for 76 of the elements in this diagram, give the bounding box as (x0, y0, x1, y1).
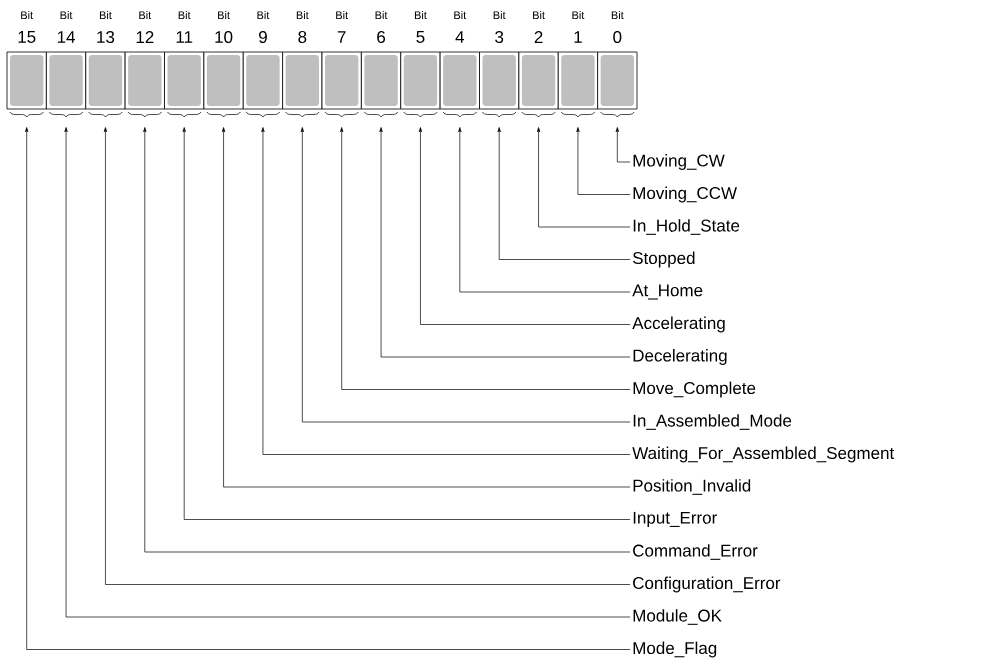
bit-cell: Bit 9 (242, 11, 283, 118)
node-label: 9 (259, 30, 267, 44)
arrow (300, 127, 631, 423)
bit-cell: Bit 8 (282, 11, 323, 118)
bit-cell: Bit 1 (557, 11, 599, 118)
arrow (418, 127, 631, 325)
arrow (576, 127, 631, 195)
bit-label: In_Assembled_Mode (633, 414, 792, 430)
node-label: Bit (493, 10, 506, 20)
node-label: 0 (613, 30, 622, 44)
bit-cell: Bit 4 (439, 11, 480, 118)
node-label: 11 (176, 31, 193, 43)
node-label: 10 (215, 30, 233, 44)
bit-label: Decelerating (633, 349, 727, 365)
bit-cell: Bit 12 (124, 11, 165, 118)
bit-cell: Bit 6 (361, 11, 402, 118)
node-label: Bit (611, 10, 624, 20)
bit-label: Position_Invalid (633, 479, 751, 495)
bit-cell: Bit 13 (85, 11, 126, 118)
arrow (458, 127, 631, 293)
node-label: 8 (298, 30, 307, 44)
node-label: 7 (337, 31, 346, 43)
node-label: 3 (495, 30, 504, 44)
arrow (536, 127, 631, 228)
bit-cell: Bit 0 (597, 11, 638, 118)
bit-label: Command_Error (633, 544, 758, 560)
bit-label: Accelerating (632, 316, 725, 333)
node-label: 1 (574, 31, 582, 43)
node-label: Bit (336, 10, 349, 20)
node-label: Bit (218, 10, 230, 20)
bit-cell: Bit 7 (321, 11, 362, 118)
arrow (615, 127, 631, 163)
node-label: Bit (178, 10, 191, 20)
node-label: Bit (21, 10, 34, 20)
bit-label: Moving_CW (633, 154, 725, 170)
bit-cell: Bit 11 (164, 11, 205, 118)
bit-label: Waiting_For_Assembled_Segment (632, 446, 895, 463)
node-label: 2 (534, 31, 543, 43)
node-label: Bit (375, 10, 388, 20)
node-label: Bit (99, 10, 112, 20)
node-label: 5 (416, 31, 425, 43)
bit-label: At_Home (632, 284, 703, 300)
node-label: 14 (57, 31, 76, 43)
bit-label: Moving_CCW (633, 186, 737, 203)
arrow (182, 127, 631, 520)
arrow (379, 127, 631, 358)
bit-cell: Bit 14 (46, 11, 87, 118)
bit-cell: Bit 2 (518, 11, 559, 118)
bit-label: Move_Complete (633, 381, 756, 398)
bit-label: Module_OK (633, 609, 722, 625)
node-label: Bit (139, 10, 152, 20)
node-label: 6 (377, 30, 386, 44)
arrow (340, 127, 631, 390)
node-label: Bit (533, 10, 545, 20)
bit-label: Stopped (633, 251, 695, 268)
bit-label: Configuration_Error (633, 576, 781, 593)
bit-label: Input_Error (633, 511, 717, 528)
bit-cell: Bit 5 (400, 11, 441, 118)
node-label: 13 (97, 30, 115, 44)
arrow (221, 127, 631, 488)
node-label: Bit (60, 10, 73, 20)
node-label: Bit (296, 10, 309, 20)
node-label: 15 (18, 31, 36, 43)
bit-label: Mode_Flag (633, 641, 717, 658)
node-label: 12 (136, 31, 154, 43)
arrow (261, 127, 631, 455)
node-label: Bit (572, 10, 585, 20)
bit-cell: Bit 10 (203, 11, 244, 118)
bit-label: In_Hold_State (633, 219, 740, 235)
arrow (497, 127, 631, 260)
bit-cell: Bit 3 (479, 11, 520, 118)
node-label: 4 (455, 31, 465, 43)
node-label: Bit (454, 10, 467, 20)
node-label: Bit (414, 10, 427, 20)
node-label: Bit (257, 10, 270, 20)
bit-cell: Bit 15 (6, 11, 47, 118)
